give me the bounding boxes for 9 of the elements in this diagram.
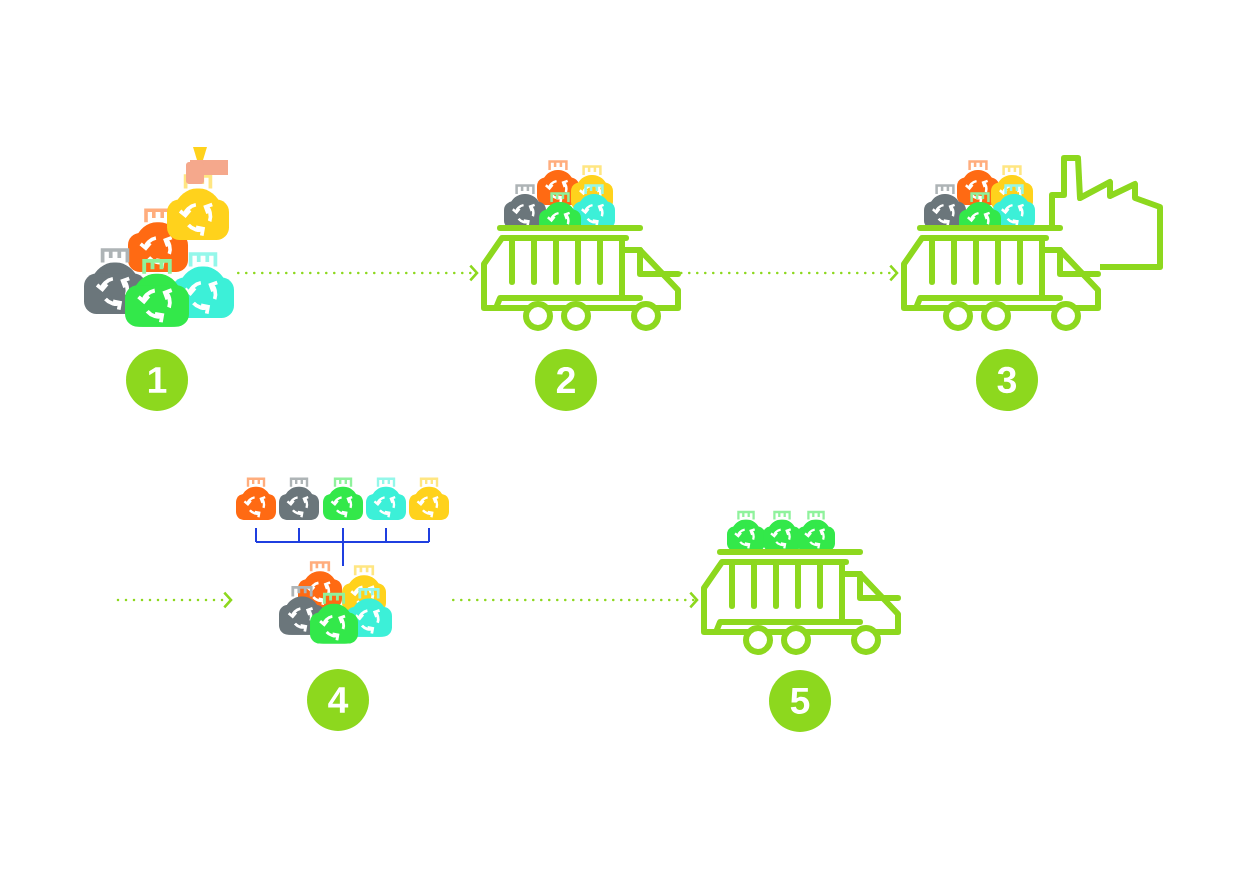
dotted-arrow — [451, 591, 699, 609]
garbage-bags-drawing — [84, 147, 234, 327]
dotted-arrow — [679, 264, 899, 282]
dotted-arrow — [116, 591, 233, 609]
dotted-arrow — [236, 264, 479, 282]
garbage-truck-drawing — [481, 160, 681, 331]
truck-factory-drawing — [901, 155, 1163, 331]
bag-sorting-drawing — [236, 477, 449, 644]
garbage-truck-drawing — [701, 510, 901, 655]
